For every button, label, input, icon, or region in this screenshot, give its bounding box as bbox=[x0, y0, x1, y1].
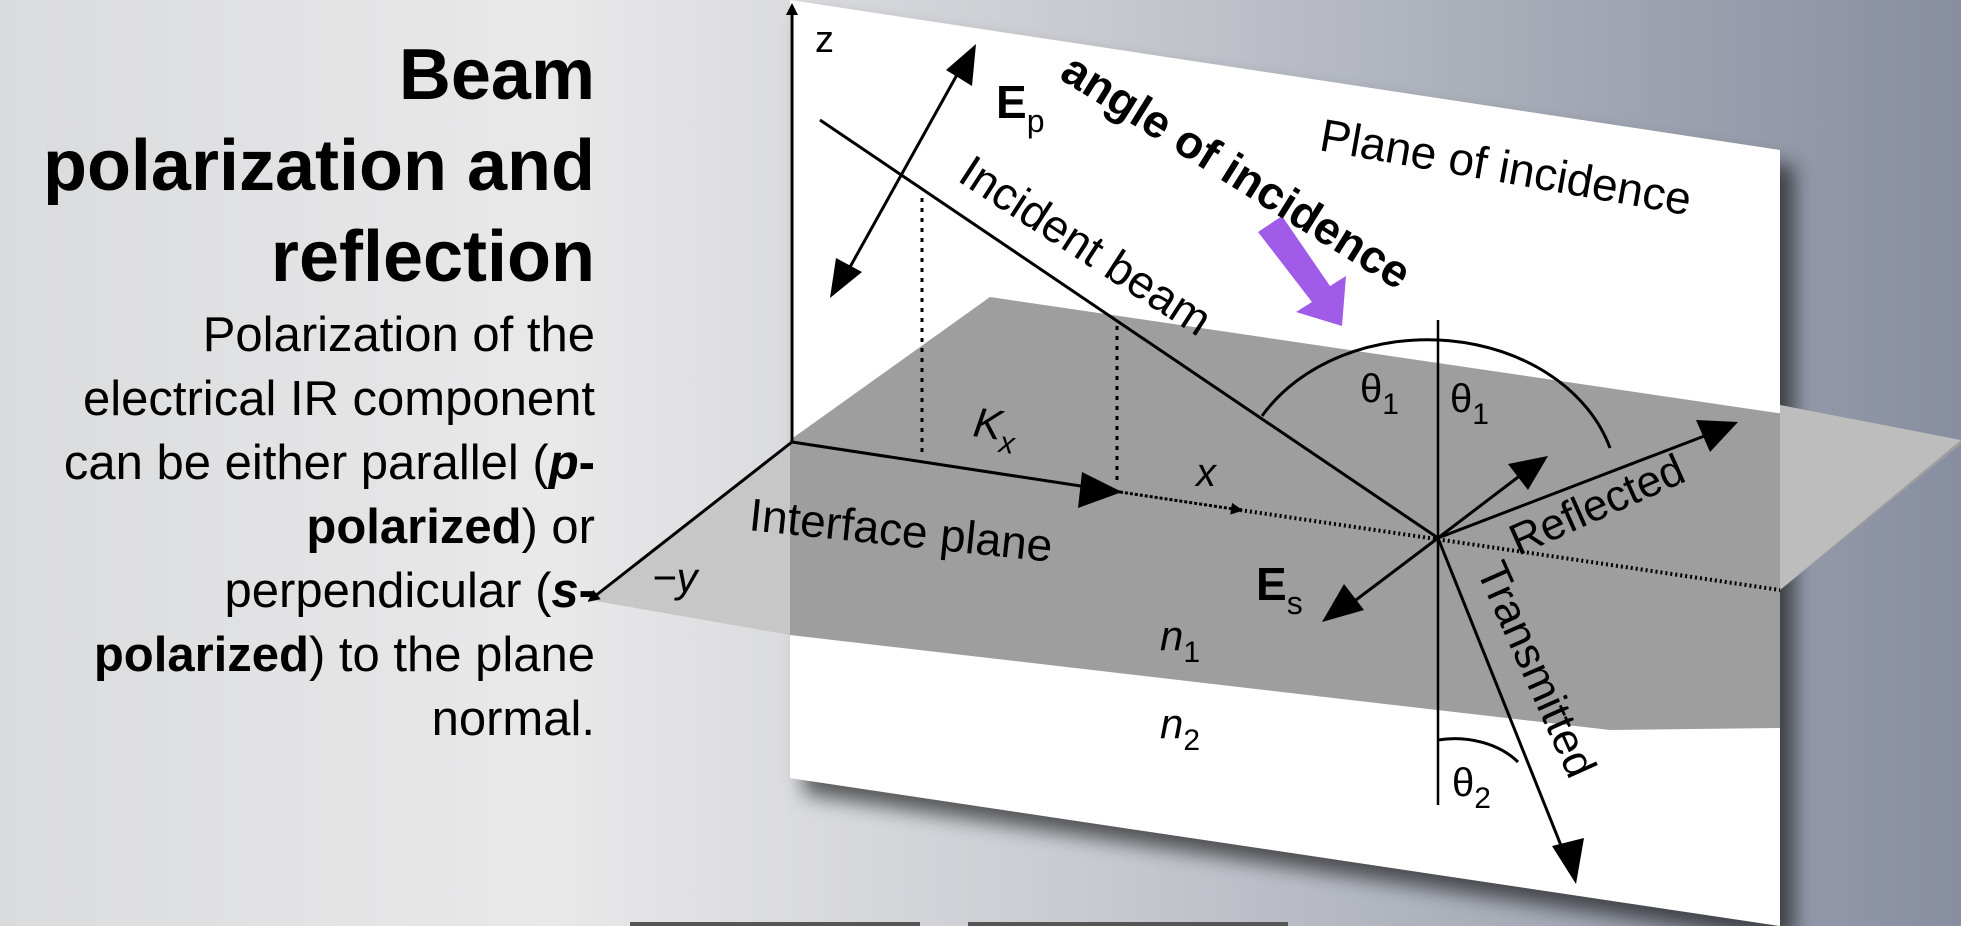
reflected-e-arrow bbox=[1437, 466, 1531, 540]
neg-y-axis bbox=[587, 440, 793, 602]
es-arrow bbox=[1339, 536, 1439, 614]
reflected-beam bbox=[1437, 428, 1721, 540]
kx-arrow bbox=[791, 440, 1121, 494]
es-label: Es bbox=[1256, 558, 1303, 621]
theta1-arc bbox=[1260, 338, 1612, 449]
n1-label: n1 bbox=[1160, 612, 1200, 669]
bottom-bar-left bbox=[630, 922, 920, 926]
x-axis bbox=[1119, 490, 1243, 515]
ep-arrowhead-bottom bbox=[830, 258, 862, 298]
theta1-right-label: θ1 bbox=[1450, 377, 1489, 431]
ep-label: Ep bbox=[996, 76, 1044, 139]
interface-plane-extension-right bbox=[1780, 405, 1961, 590]
interface-plane bbox=[790, 297, 1961, 730]
body-part-s-polarized: -polarized bbox=[93, 564, 595, 682]
body-part-2: ) or perpendicular ( bbox=[224, 500, 595, 618]
transmitted-arrowhead bbox=[1552, 838, 1584, 884]
reflected-e-arrowhead bbox=[1508, 456, 1548, 490]
body-part-s: s bbox=[551, 564, 579, 618]
theta1-left-label: θ1 bbox=[1360, 367, 1399, 421]
reflected-arrowhead bbox=[1696, 420, 1738, 452]
body-part-p-polarized: -polarized bbox=[306, 436, 595, 554]
kx-arrowhead bbox=[1078, 472, 1122, 508]
x-axis-dotted bbox=[1239, 508, 1781, 592]
body-part-3: ) to the plane normal. bbox=[308, 628, 595, 746]
interface-plane-extension-left bbox=[590, 445, 790, 635]
axis-neg-y-label: −y bbox=[652, 554, 701, 601]
slide-title: Beam polarization and reflection bbox=[42, 35, 595, 297]
axis-z-label: z bbox=[815, 19, 834, 61]
slide-text-block: Beam polarization and reflection Polariz… bbox=[0, 30, 595, 751]
kx-label: Kx bbox=[969, 398, 1021, 461]
es-arrowhead bbox=[1322, 584, 1364, 622]
bottom-bar-right bbox=[968, 922, 1288, 926]
ep-arrow bbox=[838, 54, 970, 286]
slide-body: Polarization of the electrical IR compon… bbox=[0, 303, 595, 751]
transmitted-beam bbox=[1436, 537, 1572, 869]
ep-arrowhead-top bbox=[946, 44, 976, 86]
theta2-label: θ2 bbox=[1452, 761, 1491, 815]
annotation-arrow bbox=[1258, 216, 1346, 326]
incident-beam bbox=[819, 118, 1439, 540]
theta2-arc bbox=[1437, 737, 1520, 764]
n2-label: n2 bbox=[1160, 700, 1200, 757]
body-part-p: p bbox=[548, 436, 579, 490]
body-part-1: Polarization of the electrical IR compon… bbox=[63, 308, 595, 490]
axis-x-label: x bbox=[1194, 451, 1218, 495]
